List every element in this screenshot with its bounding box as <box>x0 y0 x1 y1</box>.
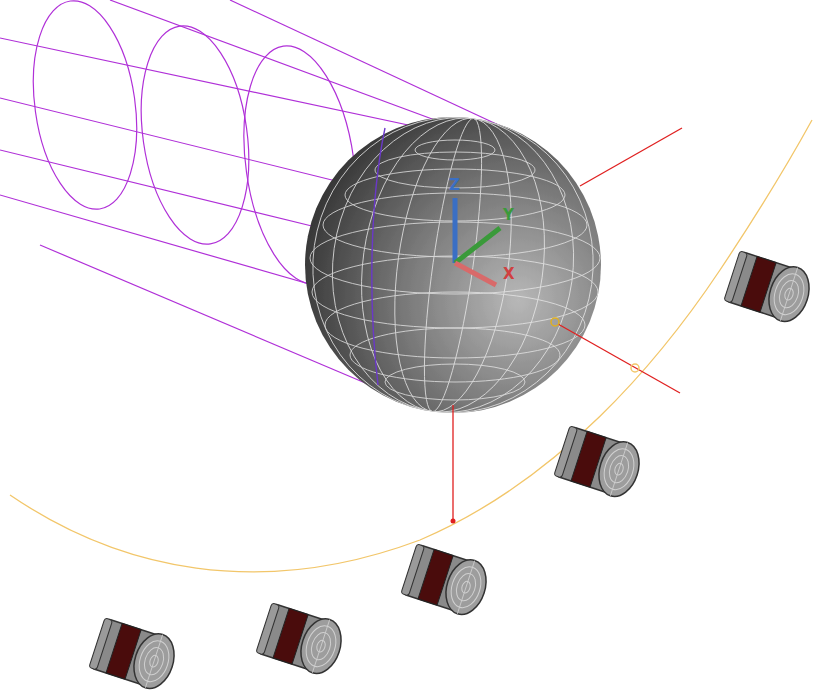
axis-label: Y <box>503 208 514 223</box>
axis-label: X <box>503 267 515 282</box>
axis-label: Z <box>449 178 460 193</box>
